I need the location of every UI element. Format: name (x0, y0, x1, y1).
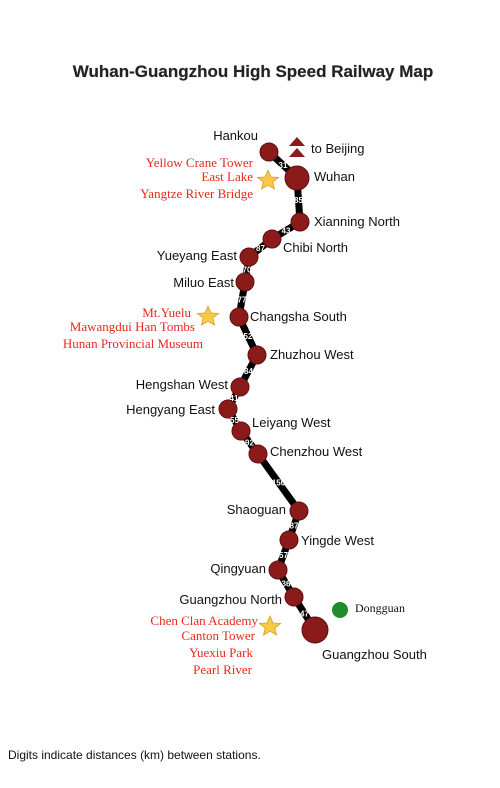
changsha-attractions: Mt.Yuelu Mawangdui Han Tombs Hunan Provi… (63, 304, 220, 351)
station-marker-yingde-west[interactable] (279, 530, 299, 550)
dongguan-marker (332, 602, 348, 618)
station-marker-leiyang-west[interactable] (231, 421, 251, 441)
station-label-yingde-west: Yingde West (301, 533, 374, 548)
distance-label: 87 (256, 244, 265, 253)
attraction-label: Yuexiu Park (189, 645, 253, 660)
distance-note: Digits indicate distances (km) between s… (8, 748, 261, 762)
distance-label: 31 (279, 161, 288, 170)
station-marker-guangzhou-south[interactable] (301, 616, 329, 644)
station-marker-qingyuan[interactable] (268, 560, 288, 580)
distance-label: 47 (300, 610, 309, 619)
distance-label: 87 (290, 522, 299, 531)
attraction-label: Yellow Crane Tower (146, 155, 254, 170)
track-segment (254, 450, 303, 515)
station-label-hankou: Hankou (213, 128, 258, 143)
attraction-label: Mt.Yuelu (142, 305, 191, 320)
station-label-shaoguan: Shaoguan (227, 502, 286, 517)
star-icon (196, 304, 220, 326)
station-label-miluo-east: Miluo East (173, 275, 234, 290)
distance-label: 43 (282, 227, 291, 236)
station-label-hengshan-west: Hengshan West (136, 377, 229, 392)
attraction-label: Canton Tower (181, 628, 255, 643)
station-marker-chibi-north[interactable] (262, 229, 282, 249)
distance-labels: 31 85 43 87 70 77 52 84 41 55 92 150 87 57 36 47 (230, 161, 310, 619)
attraction-label: Pearl River (193, 662, 253, 677)
distance-label: 36 (282, 580, 291, 589)
station-marker-guangzhou-north[interactable] (284, 587, 304, 607)
station-marker-shaoguan[interactable] (289, 501, 309, 521)
station-label-leiyang-west: Leiyang West (252, 415, 331, 430)
station-label-qingyuan: Qingyuan (210, 561, 266, 576)
attraction-label: Yangtze River Bridge (140, 186, 253, 201)
attraction-label: Mawangdui Han Tombs (70, 319, 195, 334)
station-marker-miluo-east[interactable] (235, 272, 255, 292)
station-label-chibi-north: Chibi North (283, 240, 348, 255)
attraction-label: Chen Clan Academy (150, 613, 258, 628)
station-label-changsha-south: Changsha South (250, 309, 347, 324)
station-marker-chenzhou-west[interactable] (248, 444, 268, 464)
to-beijing-label: to Beijing (311, 141, 364, 156)
attraction-label: Hunan Provincial Museum (63, 336, 203, 351)
station-label-guangzhou-north: Guangzhou North (179, 592, 282, 607)
station-marker-zhuzhou-west[interactable] (247, 345, 267, 365)
distance-label: 150 (272, 479, 286, 488)
wuhan-attractions: Yellow Crane Tower East Lake Yangtze Riv… (140, 155, 280, 201)
star-icon (258, 614, 282, 636)
distance-label: 41 (230, 394, 239, 403)
distance-label: 52 (244, 332, 253, 341)
station-label-yueyang-east: Yueyang East (157, 248, 238, 263)
distance-label: 77 (238, 296, 247, 305)
dongguan-label: Dongguan (355, 601, 405, 615)
station-label-wuhan: Wuhan (314, 169, 355, 184)
station-marker-hankou[interactable] (259, 142, 279, 162)
station-label-guangzhou-south: Guangzhou South (322, 647, 427, 662)
distance-label: 55 (230, 416, 239, 425)
station-marker-hengshan-west[interactable] (230, 377, 250, 397)
station-label-hengyang-east: Hengyang East (126, 402, 215, 417)
beijing-arrow-icon (289, 137, 305, 157)
map-title: Wuhan-Guangzhou High Speed Railway Map (73, 62, 433, 81)
distance-label: 70 (243, 266, 252, 275)
distance-label: 92 (245, 439, 254, 448)
station-label-zhuzhou-west: Zhuzhou West (270, 347, 354, 362)
distance-label: 85 (294, 196, 303, 205)
station-label-chenzhou-west: Chenzhou West (270, 444, 363, 459)
attraction-label: East Lake (201, 169, 253, 184)
guangzhou-attractions: Chen Clan Academy Canton Tower Yuexiu Pa… (150, 613, 282, 677)
distance-label: 84 (244, 367, 253, 376)
distance-label: 57 (279, 551, 288, 560)
station-marker-yueyang-east[interactable] (239, 247, 259, 267)
station-marker-xianning-north[interactable] (290, 212, 310, 232)
station-marker-changsha-south[interactable] (229, 307, 249, 327)
station-label-xianning-north: Xianning North (314, 214, 400, 229)
station-marker-wuhan[interactable] (284, 165, 310, 191)
star-icon (256, 168, 280, 190)
station-marker-hengyang-east[interactable] (218, 399, 238, 419)
